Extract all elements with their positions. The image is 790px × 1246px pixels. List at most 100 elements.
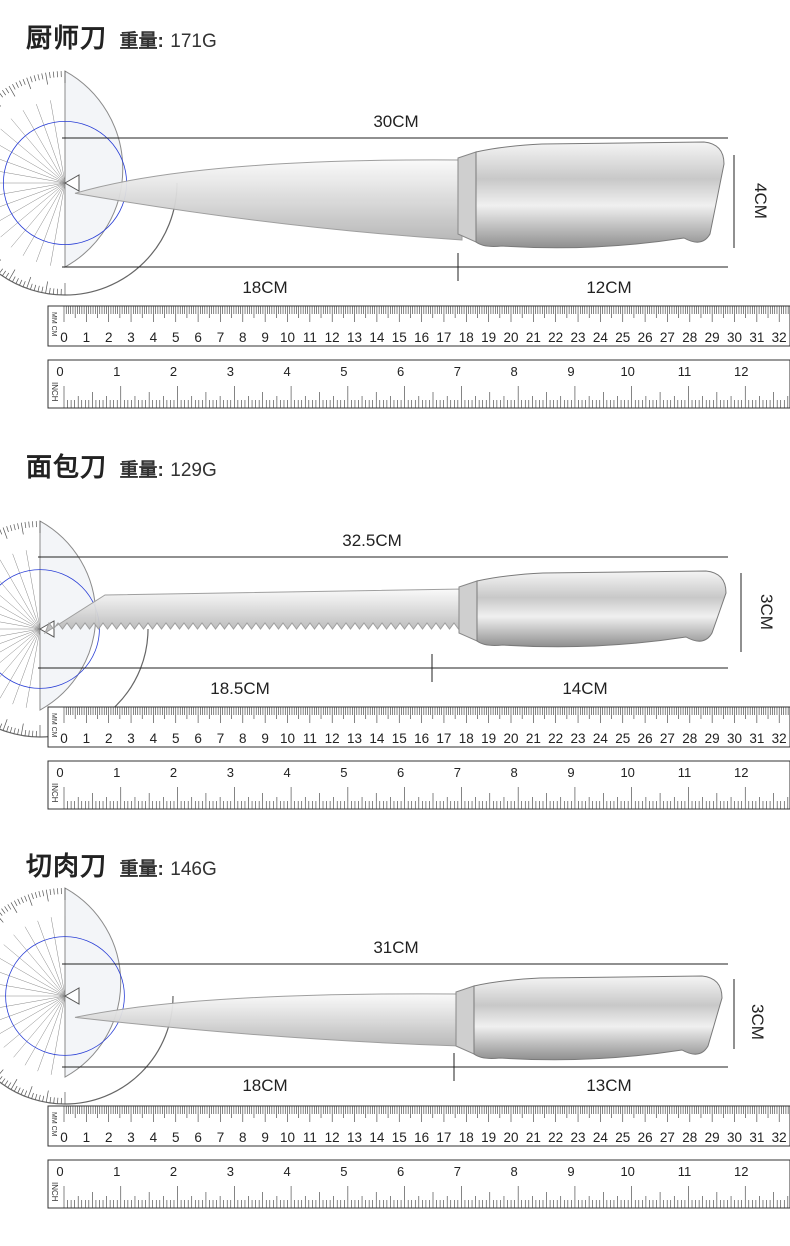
cm-tick-label: 25 [615,1130,630,1145]
cm-tick-label: 31 [749,330,764,345]
cm-tick-label: 2 [105,731,113,746]
inch-tick-label: 2 [170,765,177,780]
cm-tick-label: 0 [60,1130,68,1145]
inch-tick-label: 10 [620,1164,634,1179]
knife-handle [474,976,722,1060]
cm-tick-label: 25 [615,731,630,746]
inch-tick-label: 1 [113,1164,120,1179]
cm-tick-label: 10 [280,731,295,746]
width-label: 4CM [750,183,770,219]
knife-handle [477,571,726,647]
cm-tick-label: 0 [60,330,68,345]
cm-tick-label: 8 [239,330,247,345]
inch-tick-label: 6 [397,1164,404,1179]
cm-tick-label: 10 [280,330,295,345]
inch-tick-label: 5 [340,364,347,379]
inch-tick-label: 6 [397,765,404,780]
inch-tick-label: 7 [454,364,461,379]
cm-tick-label: 11 [303,330,317,345]
handle-length-label: 12CM [586,278,631,298]
cm-tick-label: 32 [772,731,787,746]
blade-length-label: 18.5CM [210,679,270,699]
cm-tick-label: 2 [105,330,113,345]
cm-tick-label: 14 [369,330,385,345]
inch-tick-label: 3 [227,1164,234,1179]
inch-tick-label: 5 [340,765,347,780]
cm-tick-label: 5 [172,1130,180,1145]
cm-tick-label: 2 [105,1130,113,1145]
cm-tick-label: 20 [503,731,518,746]
inch-unit-label: INCH [50,783,59,803]
cm-tick-label: 21 [526,731,541,746]
cm-tick-label: 21 [526,330,541,345]
inch-tick-label: 9 [567,1164,574,1179]
cm-tick-label: 9 [261,731,269,746]
blade-length-label: 18CM [242,1076,287,1096]
cm-tick-label: 31 [749,1130,764,1145]
inch-tick-label: 4 [283,1164,290,1179]
cm-tick-label: 15 [392,731,407,746]
cm-tick-label: 21 [526,1130,541,1145]
cm-tick-label: 29 [705,1130,720,1145]
cm-tick-label: 32 [772,1130,787,1145]
cm-unit-label: MM CM [50,1112,57,1137]
cm-tick-label: 13 [347,1130,362,1145]
inch-unit-label: INCH [50,382,59,402]
total-length-label: 32.5CM [342,531,402,551]
inch-tick-label: 5 [340,1164,347,1179]
knife-illustration [0,18,790,318]
cm-tick-label: 22 [548,731,563,746]
inch-tick-label: 4 [283,364,290,379]
inch-tick-label: 11 [678,1164,692,1179]
cm-tick-label: 12 [325,330,340,345]
cm-tick-label: 23 [571,330,586,345]
cm-tick-label: 30 [727,731,742,746]
cm-tick-label: 1 [83,330,91,345]
cm-tick-label: 26 [638,330,653,345]
handle-length-label: 13CM [586,1076,631,1096]
cm-tick-label: 6 [194,330,202,345]
width-label: 3CM [747,1004,767,1040]
cm-tick-label: 29 [705,330,720,345]
inch-tick-label: 11 [678,765,692,780]
knife-illustration [0,846,790,1146]
inch-tick-label: 10 [620,765,634,780]
total-length-label: 30CM [373,112,418,132]
cm-tick-label: 5 [172,330,180,345]
cm-tick-label: 9 [261,1130,269,1145]
inch-tick-label: 8 [511,1164,518,1179]
inch-tick-label: 0 [56,364,63,379]
cm-tick-label: 16 [414,1130,429,1145]
knife-blade [45,589,463,633]
inch-tick-label: 0 [56,765,63,780]
cm-tick-label: 1 [83,1130,91,1145]
total-length-label: 31CM [373,938,418,958]
cm-tick-label: 20 [503,330,518,345]
cm-tick-label: 24 [593,330,609,345]
cm-tick-label: 18 [459,1130,474,1145]
cm-tick-label: 7 [217,1130,225,1145]
cm-tick-label: 6 [194,731,202,746]
cm-tick-label: 22 [548,1130,563,1145]
cm-tick-label: 27 [660,731,675,746]
cm-tick-label: 17 [436,330,451,345]
inch-tick-label: 11 [678,364,692,379]
cm-tick-label: 27 [660,330,675,345]
inch-tick-label: 8 [511,765,518,780]
cm-tick-label: 25 [615,330,630,345]
cm-tick-label: 18 [459,731,474,746]
knife-section-2: 面包刀 重量: 129G 32.5CM 18.5CM 14CM 3CM MM C… [0,447,790,847]
cm-tick-label: 30 [727,330,742,345]
cm-tick-label: 14 [369,731,385,746]
cm-tick-label: 15 [392,330,407,345]
cm-tick-label: 27 [660,1130,675,1145]
cm-tick-label: 28 [682,330,697,345]
cm-tick-label: 29 [705,731,720,746]
inch-tick-label: 6 [397,364,404,379]
inch-tick-label: 12 [734,765,748,780]
inch-tick-label: 7 [454,1164,461,1179]
